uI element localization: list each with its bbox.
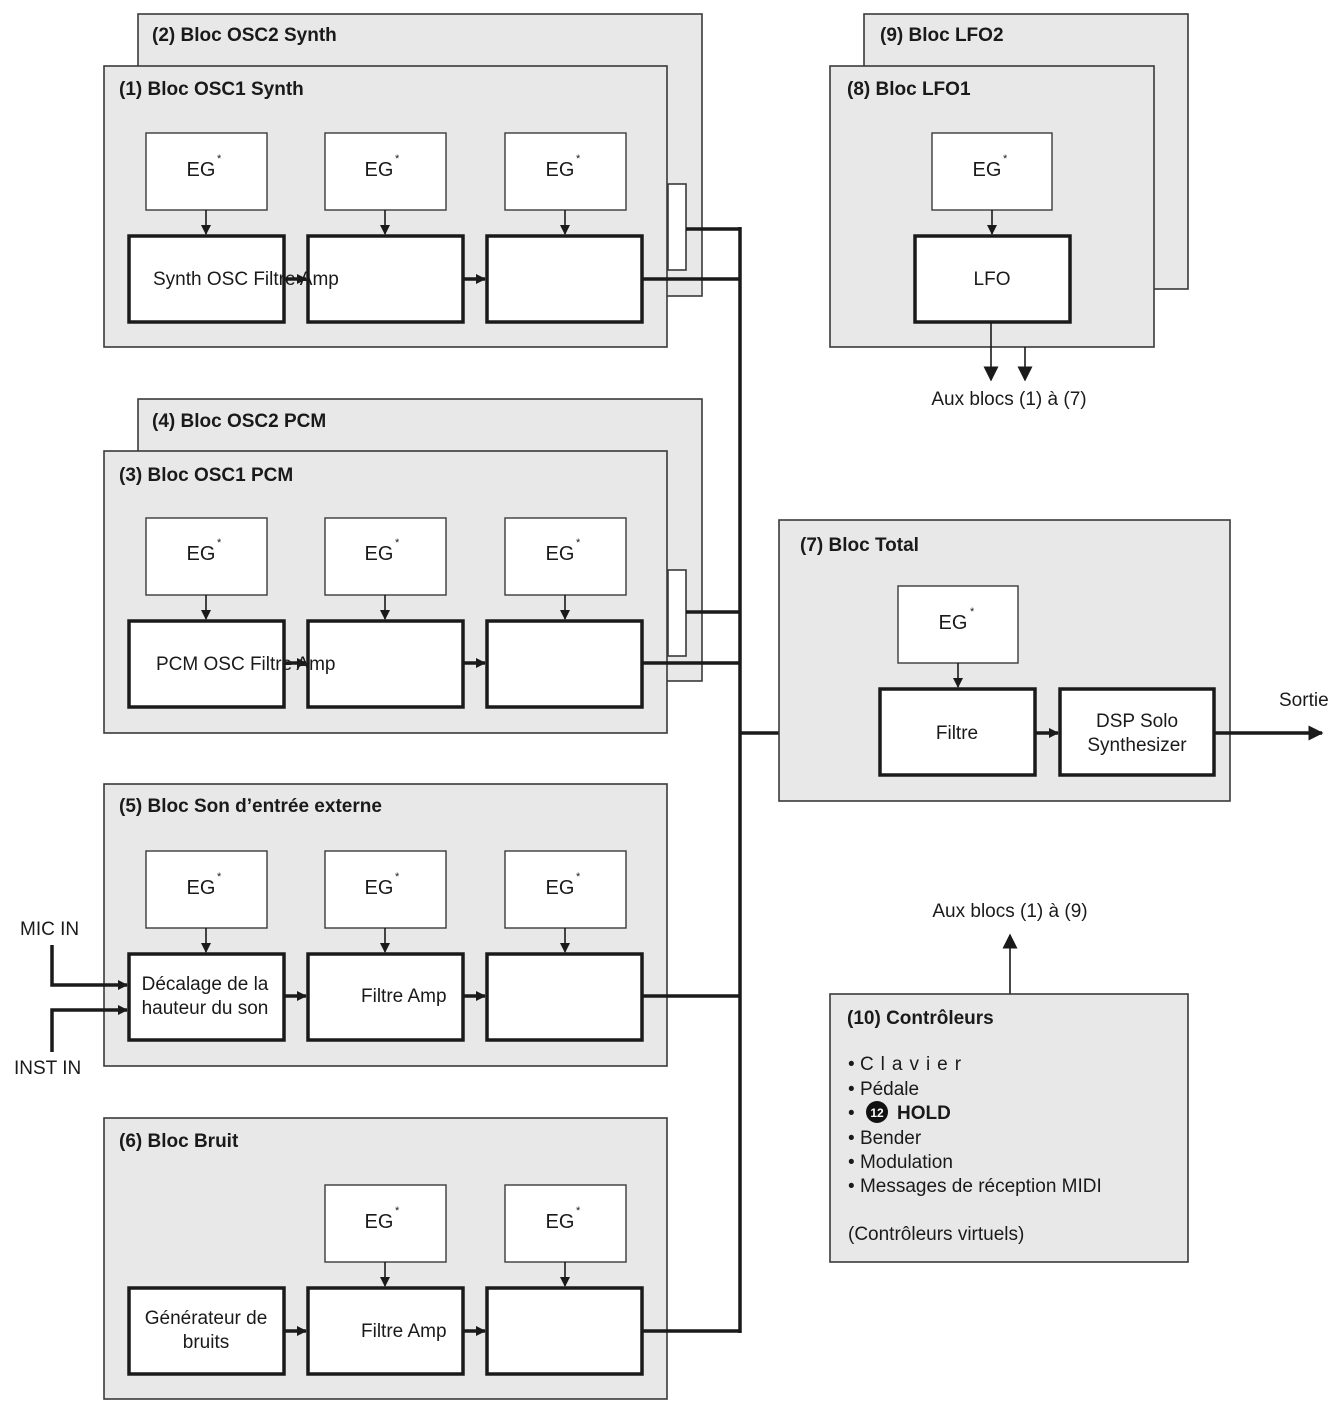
eg-mark: * [1003,153,1008,165]
mic-in-label: MIC IN [20,919,79,940]
noise-generator-label: bruits [183,1332,229,1353]
eg-box [324,517,447,596]
controller-item: • Bender [848,1128,922,1149]
eg-label: EG [365,159,394,181]
eg-mark: * [576,1205,581,1217]
controller-item-hold: HOLD [897,1103,951,1124]
dsp-box [1058,687,1216,777]
block-noise-title: (6) Bloc Bruit [119,1131,239,1152]
ext-filter-box [306,952,465,1042]
block-osc2-synth-title: (2) Bloc OSC2 Synth [152,25,337,46]
lfo-label: LFO [974,269,1011,290]
block-external-input: (5) Bloc Son d’entrée externe EG * EG * … [103,783,668,1067]
total-filter-label: Filtre [936,723,978,744]
block-lfo1: (8) Bloc LFO1 EG * LFO [829,65,1155,348]
block-lfo1-title: (8) Bloc LFO1 [847,79,971,100]
controllers-footnote: (Contrôleurs virtuels) [848,1224,1024,1245]
controller-item: • Modulation [848,1152,953,1173]
controller-item: • Pédale [848,1079,919,1100]
eg-mark: * [217,871,222,883]
block-external-input-title: (5) Bloc Son d’entrée externe [119,796,382,817]
eg-label: EG [546,1211,575,1233]
controllers-target-label: Aux blocs (1) à (9) [932,901,1087,922]
output-label: Sortie [1279,690,1329,711]
synth-filter-box [306,234,465,324]
block-osc1-synth-title: (1) Bloc OSC1 Synth [119,79,304,100]
eg-label: EG [546,159,575,181]
eg-box [324,132,447,211]
eg-box [324,1184,447,1263]
inst-in-label: INST IN [14,1058,81,1079]
noise-generator-label: Générateur de [145,1308,268,1329]
eg-box [145,132,268,211]
synth-osc-box [127,234,286,324]
noise-amp-box [485,1286,644,1376]
eg-mark: * [395,153,400,165]
eg-label: EG [546,543,575,565]
block-controllers: (10) Contrôleurs • Clavier • Pédale • 12… [829,993,1189,1263]
eg-label: EG [187,159,216,181]
block-total-title: (7) Bloc Total [800,535,919,556]
filter-amp-label: Filtre Amp [361,1321,447,1342]
block-total: (7) Bloc Total EG * Filtre DSP Solo Synt… [778,519,1231,802]
lfo-box [913,234,1072,324]
lfo-target-label: Aux blocs (1) à (7) [931,389,1086,410]
ext-amp-box [485,952,644,1042]
eg-mark: * [217,537,222,549]
block-controllers-title: (10) Contrôleurs [847,1008,994,1029]
eg-mark: * [395,1205,400,1217]
pitch-shift-box [127,952,286,1042]
eg-label: EG [939,612,968,634]
eg-label: EG [365,1211,394,1233]
eg-label: EG [365,877,394,899]
eg-mark: * [970,606,975,618]
eg-box [145,517,268,596]
eg-mark: * [576,871,581,883]
eg-mark: * [217,153,222,165]
eg-box [931,132,1053,211]
dsp-label: DSP Solo [1096,711,1178,732]
block-osc1-pcm: (3) Bloc OSC1 PCM EG * EG * EG * PCM OSC… [103,450,668,734]
synth-osc-label: Synth OSC Filtre Amp [153,269,339,290]
block-osc2-pcm-title: (4) Bloc OSC2 PCM [152,411,326,432]
eg-label: EG [187,543,216,565]
pcm-osc-label: PCM OSC Filtre Amp [156,654,335,675]
eg-label: EG [365,543,394,565]
eg-label: EG [973,159,1002,181]
eg-box [504,1184,627,1263]
pcm-amp-box [485,619,644,709]
eg-box [504,850,627,929]
eg-mark: * [576,537,581,549]
pcm-osc-box [127,619,286,709]
eg-box [145,850,268,929]
pitch-shift-label: hauteur du son [142,998,269,1019]
inst-in-wire [50,1005,128,1052]
eg-label: EG [187,877,216,899]
controller-badge-number: 12 [870,1106,884,1120]
controller-item: • Messages de réception MIDI [848,1176,1102,1197]
total-filter-box [878,687,1037,777]
block-lfo2-title: (9) Bloc LFO2 [880,25,1004,46]
eg-mark: * [395,871,400,883]
pitch-shift-label: Décalage de la [142,974,269,995]
eg-mark: * [395,537,400,549]
dsp-label: Synthesizer [1087,735,1187,756]
block-noise: (6) Bloc Bruit EG * EG * Générateur de b… [103,1117,668,1400]
eg-box [897,585,1019,664]
badge-circle [866,1101,888,1123]
controller-item: • Clavier [848,1054,968,1075]
noise-generator-box [127,1286,286,1376]
block-osc1-synth: (1) Bloc OSC1 Synth EG * EG * EG * Synth… [103,65,668,348]
mic-in-wire [50,945,128,990]
controller-item: • [848,1103,855,1124]
synth-amp-box [485,234,644,324]
block-osc1-pcm-title: (3) Bloc OSC1 PCM [119,465,293,486]
filter-amp-label: Filtre Amp [361,986,447,1007]
eg-box [324,850,447,929]
eg-mark: * [576,153,581,165]
eg-box [504,132,627,211]
eg-label: EG [546,877,575,899]
